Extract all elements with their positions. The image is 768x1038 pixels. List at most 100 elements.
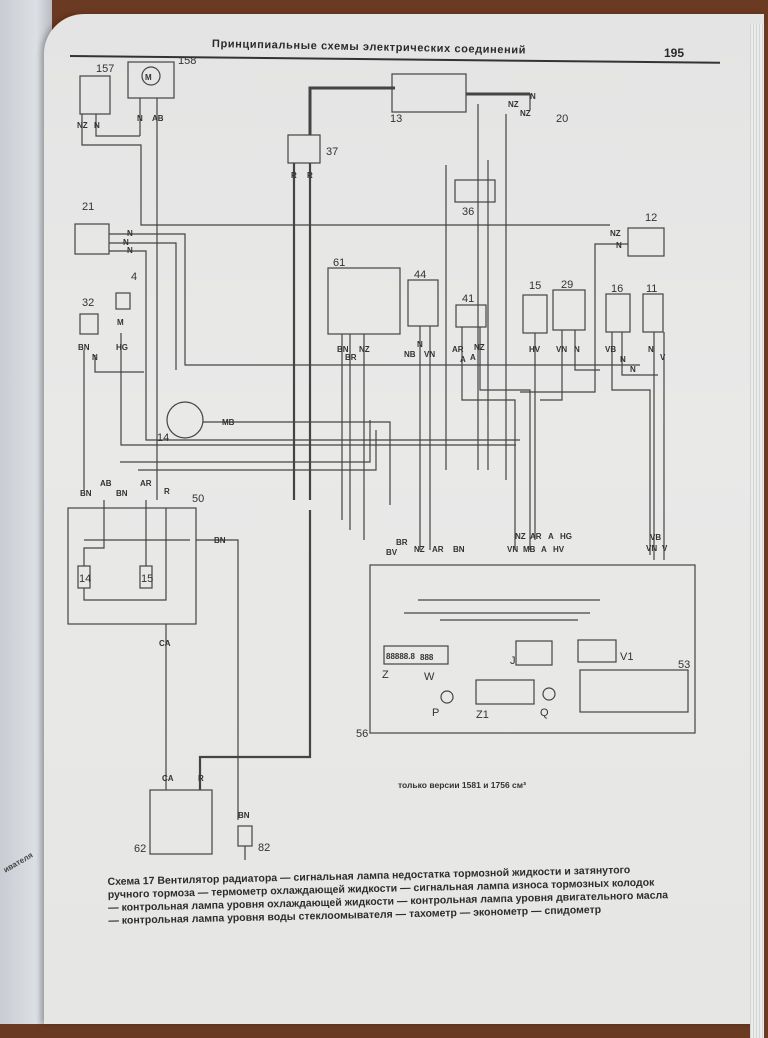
odometer-readout: 88888.8	[386, 652, 415, 661]
label-36: 36	[462, 206, 474, 218]
label-53: 53	[678, 659, 690, 671]
component-15	[522, 294, 548, 334]
component-82	[237, 825, 253, 847]
label-44: 44	[414, 269, 426, 281]
wire-label: NZ	[508, 100, 519, 109]
label-14: 14	[157, 432, 169, 444]
wire-label: MB	[523, 545, 536, 554]
label-20: 20	[556, 113, 568, 125]
wire-label: NZ	[77, 121, 88, 130]
wire-label: MB	[222, 418, 235, 427]
wire-label: N	[127, 229, 133, 238]
label-lamp-Q: Q	[540, 707, 549, 719]
label-lamp-P: P	[432, 707, 439, 719]
wire-label: HV	[553, 545, 565, 554]
wire-label: N	[123, 238, 129, 247]
component-56-instrument-cluster	[369, 564, 696, 734]
gauge-Z1	[475, 679, 535, 705]
component-21	[74, 223, 110, 255]
wire-label: R	[291, 171, 297, 180]
wire-label: N	[616, 241, 622, 250]
component-36	[454, 179, 496, 203]
wire-label: A	[541, 545, 547, 554]
page-number: 195	[664, 46, 685, 60]
component-16	[605, 293, 631, 333]
digital-readout: 888	[420, 653, 434, 662]
label-158: 158	[178, 55, 196, 67]
component-62	[149, 789, 213, 855]
wire-label: BV	[386, 548, 398, 557]
wire-label: NZ	[359, 345, 370, 354]
wire-label: NB	[404, 350, 416, 359]
wire-label: VB	[650, 533, 661, 542]
wire-label: BN	[78, 343, 90, 352]
component-61	[327, 267, 401, 335]
label-29: 29	[561, 279, 573, 291]
component-158	[127, 61, 175, 99]
wire-label: N	[92, 353, 98, 362]
book-page	[44, 14, 764, 1038]
label-gauge-V1: V1	[620, 651, 633, 663]
wire-label: HG	[560, 532, 572, 541]
label-gauge-J: J	[510, 655, 516, 667]
motor-icon	[141, 66, 161, 86]
wire-label: N	[137, 114, 143, 123]
component-14	[166, 401, 204, 439]
wire-label: N	[94, 121, 100, 130]
wire-label: BN	[116, 489, 128, 498]
page-edges	[750, 24, 764, 1038]
wire-label: A	[460, 355, 466, 364]
wire-label: NZ	[474, 343, 485, 352]
wire-label: N	[630, 365, 636, 374]
wire-label: R	[164, 487, 170, 496]
gauge-V1	[577, 639, 617, 663]
label-4: 4	[131, 271, 137, 283]
wire-label: A	[470, 353, 476, 362]
label-50-inner-14: 14	[79, 573, 91, 585]
wire-label: VN	[646, 544, 657, 553]
wire-label: N	[620, 355, 626, 364]
wire-label: NZ	[515, 532, 526, 541]
left-page-edge	[0, 0, 52, 1024]
component-53	[579, 669, 689, 713]
component-12	[627, 227, 665, 257]
wire-label: NZ	[520, 109, 531, 118]
component-29	[552, 289, 586, 331]
component-32	[79, 313, 99, 335]
component-13	[391, 73, 467, 113]
motor-symbol: M	[145, 73, 152, 82]
label-37: 37	[326, 146, 338, 158]
wire-label: N	[417, 340, 423, 349]
wire-label: NZ	[610, 229, 621, 238]
label-gauge-Z: Z	[382, 669, 389, 681]
label-13: 13	[390, 113, 402, 125]
wire-label: AB	[152, 114, 164, 123]
wire-label: CA	[159, 639, 171, 648]
label-61: 61	[333, 257, 345, 269]
wire-label: M	[117, 318, 124, 327]
component-50	[67, 507, 197, 625]
label-15: 15	[529, 280, 541, 292]
label-gauge-W: W	[424, 671, 435, 683]
wire-label: N	[127, 246, 133, 255]
wire-label: AR	[432, 545, 444, 554]
label-21: 21	[82, 201, 94, 213]
wire-label: AR	[530, 532, 542, 541]
component-157	[79, 75, 111, 115]
label-62: 62	[134, 843, 146, 855]
label-gauge-Z1: Z1	[476, 709, 489, 721]
wire-label: V	[662, 544, 668, 553]
gauge-J	[515, 640, 553, 666]
lamp-Q	[542, 687, 556, 701]
component-11	[642, 293, 664, 333]
label-12: 12	[645, 212, 657, 224]
label-16: 16	[611, 283, 623, 295]
component-41	[455, 304, 487, 328]
label-50-inner-15: 15	[141, 573, 153, 585]
wire-label: VB	[605, 345, 616, 354]
wire-label: N	[574, 345, 580, 354]
gauge-Z-W-display	[383, 645, 449, 665]
label-56: 56	[356, 728, 368, 740]
label-50: 50	[192, 493, 204, 505]
